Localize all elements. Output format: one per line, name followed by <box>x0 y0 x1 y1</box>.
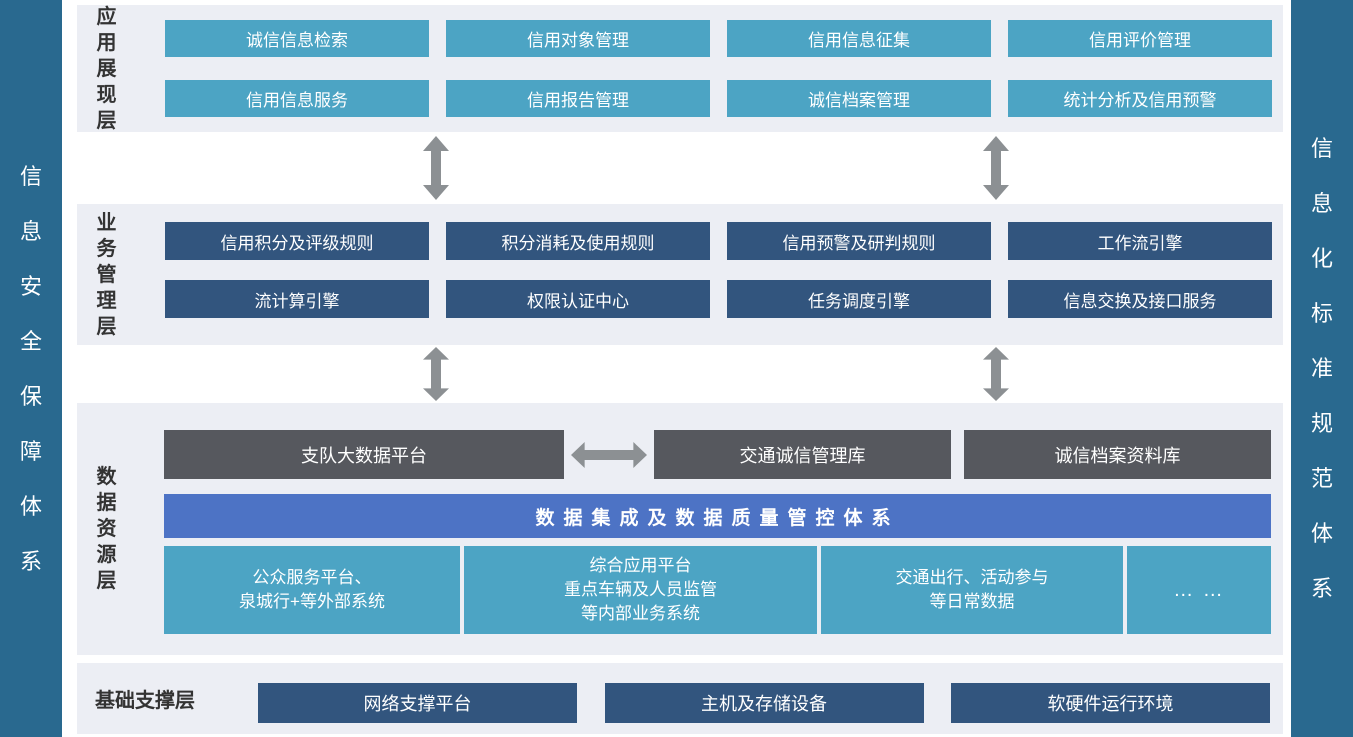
vertical-double-arrow-icon <box>423 136 449 200</box>
vertical-double-arrow-icon <box>423 347 449 401</box>
data-platform-row: 支队大数据平台 交通诚信管理库 诚信档案资料库 <box>164 430 1271 479</box>
business-module-box: 信息交换及接口服务 <box>1008 280 1272 318</box>
pillar-information-security: 信息安全保障体系 <box>0 0 62 737</box>
base-module-row: 网络支撑平台 主机及存储设备 软硬件运行环境 <box>258 683 1270 723</box>
app-module-box: 信用对象管理 <box>446 20 710 57</box>
layer-base-support: 基础支撑层 网络支撑平台 主机及存储设备 软硬件运行环境 <box>77 663 1283 734</box>
app-module-box: 诚信信息检索 <box>165 20 429 57</box>
app-module-box: 信用评价管理 <box>1008 20 1272 57</box>
data-source-box: 公众服务平台、 泉城行+等外部系统 <box>164 546 460 634</box>
layer-label: 数据资源层 <box>96 466 117 592</box>
arrow-gap <box>564 430 654 479</box>
business-module-box: 权限认证中心 <box>446 280 710 318</box>
pillar-label: 信息安全保障体系 <box>19 163 42 574</box>
data-source-row: 公众服务平台、 泉城行+等外部系统 综合应用平台 重点车辆及人员监管 等内部业务… <box>164 546 1271 634</box>
data-integration-bar: 数据集成及数据质量管控体系 <box>164 494 1271 538</box>
base-module-box: 网络支撑平台 <box>258 683 577 723</box>
layer-label-wrap: 业务管理层 <box>95 204 118 345</box>
business-module-box: 信用预警及研判规则 <box>727 222 991 260</box>
business-module-box: 信用积分及评级规则 <box>165 222 429 260</box>
vertical-double-arrow-icon <box>983 136 1009 200</box>
layer-label: 业务管理层 <box>96 211 117 338</box>
business-module-box: 任务调度引擎 <box>727 280 991 318</box>
layer-label-wrap: 数据资源层 <box>95 403 118 655</box>
app-module-grid: 诚信信息检索 信用对象管理 信用信息征集 信用评价管理 信用信息服务 信用报告管… <box>165 20 1272 117</box>
base-module-box: 主机及存储设备 <box>604 683 924 723</box>
layer-label: 基础支撑层 <box>95 690 195 712</box>
data-source-box: 综合应用平台 重点车辆及人员监管 等内部业务系统 <box>464 546 817 634</box>
data-platform-box: 交通诚信管理库 <box>654 430 951 479</box>
business-module-box: 积分消耗及使用规则 <box>446 222 710 260</box>
business-module-box: 工作流引擎 <box>1008 222 1272 260</box>
data-source-box-ellipsis: … … <box>1127 546 1271 634</box>
app-module-box: 信用信息服务 <box>165 80 429 117</box>
base-module-box: 软硬件运行环境 <box>951 683 1270 723</box>
data-platform-box: 支队大数据平台 <box>164 430 564 479</box>
business-module-box: 流计算引擎 <box>165 280 429 318</box>
data-source-box: 交通出行、活动参与 等日常数据 <box>821 546 1123 634</box>
layer-label-wrap: 应用展现层 <box>95 5 118 132</box>
layer-business-management: 业务管理层 信用积分及评级规则 积分消耗及使用规则 信用预警及研判规则 工作流引… <box>77 204 1283 345</box>
app-module-box: 信用信息征集 <box>727 20 991 57</box>
data-platform-box: 诚信档案资料库 <box>964 430 1271 479</box>
layer-data-resources: 数据资源层 支队大数据平台 交通诚信管理库 诚信档案资料库 数据集成及数据质量管… <box>77 403 1283 655</box>
horizontal-double-arrow-icon <box>571 441 647 468</box>
pillar-standards-system: 信息化标准规范体系 <box>1291 0 1353 737</box>
layer-application-presentation: 应用展现层 诚信信息检索 信用对象管理 信用信息征集 信用评价管理 信用信息服务… <box>77 5 1283 132</box>
app-module-box: 信用报告管理 <box>446 80 710 117</box>
app-module-box: 统计分析及信用预警 <box>1008 80 1272 117</box>
app-module-box: 诚信档案管理 <box>727 80 991 117</box>
layer-label: 应用展现层 <box>96 5 117 132</box>
vertical-double-arrow-icon <box>983 347 1009 401</box>
pillar-label: 信息化标准规范体系 <box>1310 136 1333 601</box>
business-module-grid: 信用积分及评级规则 积分消耗及使用规则 信用预警及研判规则 工作流引擎 流计算引… <box>165 222 1272 318</box>
